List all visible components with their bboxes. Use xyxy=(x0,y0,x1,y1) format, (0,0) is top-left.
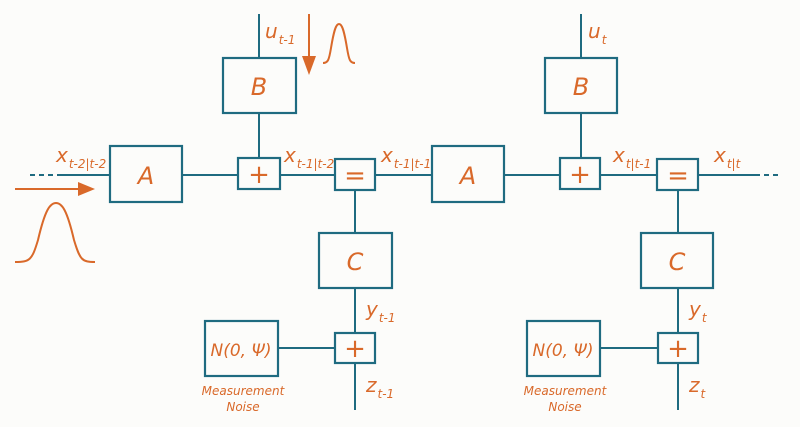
arrow-right-head xyxy=(78,182,95,196)
sum-node-state-2-frame xyxy=(558,156,602,191)
equals-icon: = xyxy=(667,161,689,191)
block-B1-label: B xyxy=(251,73,267,101)
var-x-t-t-1: xt|t-1 xyxy=(612,143,651,171)
block-A1-frame xyxy=(108,144,184,204)
block-B2: B xyxy=(543,56,619,115)
block-C2: C xyxy=(639,231,715,290)
block-A1-label: A xyxy=(136,162,154,190)
var-z-t-1: zt-1 xyxy=(365,373,394,401)
block-C1: C xyxy=(317,231,394,290)
plus-icon: + xyxy=(344,334,366,364)
var-subscript: t-2|t-2 xyxy=(69,157,106,171)
gaussian-curve-icon xyxy=(14,201,96,263)
noise-block-2-frame xyxy=(525,319,602,378)
plus-icon: + xyxy=(569,160,591,190)
wires xyxy=(30,14,778,410)
noise-caption-2-line2: Noise xyxy=(548,400,581,414)
noise-block-1-frame xyxy=(203,319,280,378)
noise-caption-2-line1: Measurement xyxy=(524,384,608,398)
var-y-t: yt xyxy=(688,297,708,325)
var-base: x xyxy=(713,143,726,167)
sum-node-measurement-2: + xyxy=(656,331,700,365)
var-x-t-t: xt|t xyxy=(713,143,742,171)
block-B2-frame xyxy=(543,56,619,115)
var-base: x xyxy=(612,143,625,167)
plus-icon: + xyxy=(248,160,270,190)
var-subscript: t-1|t-2 xyxy=(297,157,334,171)
var-base: x xyxy=(283,143,296,167)
equality-node-1-frame xyxy=(333,157,377,192)
sum-node-state-1: + xyxy=(236,156,282,191)
var-subscript: t-1|t-1 xyxy=(394,157,431,171)
var-x-t-1-t-1: xt-1|t-1 xyxy=(380,143,431,171)
var-y-t-1: yt-1 xyxy=(365,297,396,325)
var-base: z xyxy=(688,373,700,397)
sum-node-state-1-frame xyxy=(236,156,282,191)
noise-caption-1-line2: Noise xyxy=(226,400,259,414)
block-B2-label: B xyxy=(573,73,589,101)
noise-block-2: N(0, Ψ) xyxy=(525,319,602,378)
var-base: u xyxy=(588,19,601,43)
block-C1-frame xyxy=(317,231,394,290)
var-subscript: t-1 xyxy=(379,311,396,325)
block-A2: A xyxy=(430,144,506,204)
noise-captions: Measurement Noise Measurement Noise xyxy=(202,384,608,414)
var-subscript: t|t xyxy=(727,157,742,171)
block-C1-label: C xyxy=(347,248,364,276)
block-C2-frame xyxy=(639,231,715,290)
noise-block-1: N(0, Ψ) xyxy=(203,319,280,378)
block-B1: B xyxy=(221,56,298,115)
var-base: y xyxy=(365,297,379,321)
gaussian-curve-icon xyxy=(322,22,356,64)
var-base: x xyxy=(55,143,68,167)
var-x-t-1-t-2: xt-1|t-2 xyxy=(283,143,334,171)
var-u-t: ut xyxy=(588,19,608,47)
plus-icon: + xyxy=(667,334,689,364)
block-A2-frame xyxy=(430,144,506,204)
variable-labels: xt-2|t-2 xt-1|t-2 xt-1|t-1 xt|t-1 xt|t u… xyxy=(55,19,742,401)
var-subscript: t|t-1 xyxy=(626,157,651,171)
block-B1-frame xyxy=(221,56,298,115)
block-C2-label: C xyxy=(669,248,686,276)
var-base: u xyxy=(265,19,278,43)
equality-node-1: = xyxy=(333,157,377,192)
var-base: y xyxy=(688,297,702,321)
block-A2-label: A xyxy=(458,162,476,190)
var-subscript: t xyxy=(702,311,708,325)
var-z-t: zt xyxy=(688,373,707,401)
sum-node-measurement-1-frame xyxy=(333,331,377,365)
var-x-t-2-t-2: xt-2|t-2 xyxy=(55,143,106,171)
var-subscript: t xyxy=(701,387,707,401)
equality-node-2-frame xyxy=(655,157,700,192)
var-subscript: t-1 xyxy=(378,387,395,401)
arrow-right-icon xyxy=(15,182,95,196)
var-subscript: t xyxy=(602,33,608,47)
var-base: z xyxy=(365,373,377,397)
noise-caption-1-line1: Measurement xyxy=(202,384,286,398)
noise-block-2-label: N(0, Ψ) xyxy=(533,341,594,361)
var-u-t-1: ut-1 xyxy=(265,19,295,47)
sum-node-measurement-2-frame xyxy=(656,331,700,365)
arrow-down-head xyxy=(302,56,316,75)
noise-block-1-label: N(0, Ψ) xyxy=(211,341,272,361)
sum-node-measurement-1: + xyxy=(333,331,377,365)
sum-node-state-2: + xyxy=(558,156,602,191)
arrow-down-icon xyxy=(302,14,316,75)
var-base: x xyxy=(380,143,393,167)
equality-node-2: = xyxy=(655,157,700,192)
equals-icon: = xyxy=(344,161,366,191)
block-A1: A xyxy=(108,144,184,204)
var-subscript: t-1 xyxy=(279,33,296,47)
